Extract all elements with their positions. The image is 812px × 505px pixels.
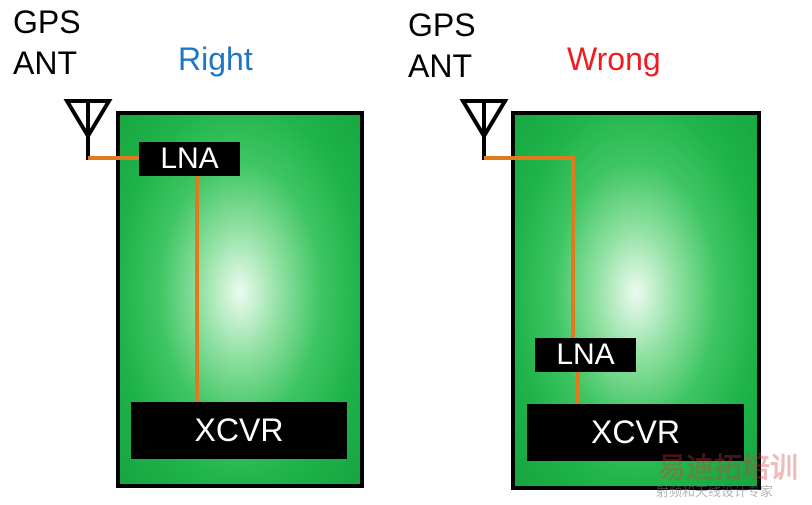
wrong-caption: Wrong — [567, 41, 661, 77]
right-xcvr-block: XCVR — [527, 404, 744, 461]
left-antenna-icon — [63, 99, 113, 160]
right-antenna-to-lna-trace — [484, 156, 575, 340]
right-caption: Right — [178, 41, 253, 77]
watermark: 易迪拓培训 射频和天线设计专家 — [654, 452, 812, 505]
watermark-tagline: 射频和天线设计专家 — [656, 485, 774, 500]
left-lna-block: LNA — [139, 142, 240, 176]
right-antenna-label-line1: GPS — [408, 7, 476, 43]
left-xcvr-block: XCVR — [131, 402, 347, 459]
left-antenna-label-line1: GPS — [13, 4, 81, 40]
left-antenna-label-line2: ANT — [13, 45, 77, 81]
right-lna-block: LNA — [535, 338, 636, 372]
watermark-brand: 易迪拓培训 — [658, 451, 799, 484]
right-antenna-icon — [459, 99, 509, 160]
right-antenna-label-line2: ANT — [408, 48, 472, 84]
